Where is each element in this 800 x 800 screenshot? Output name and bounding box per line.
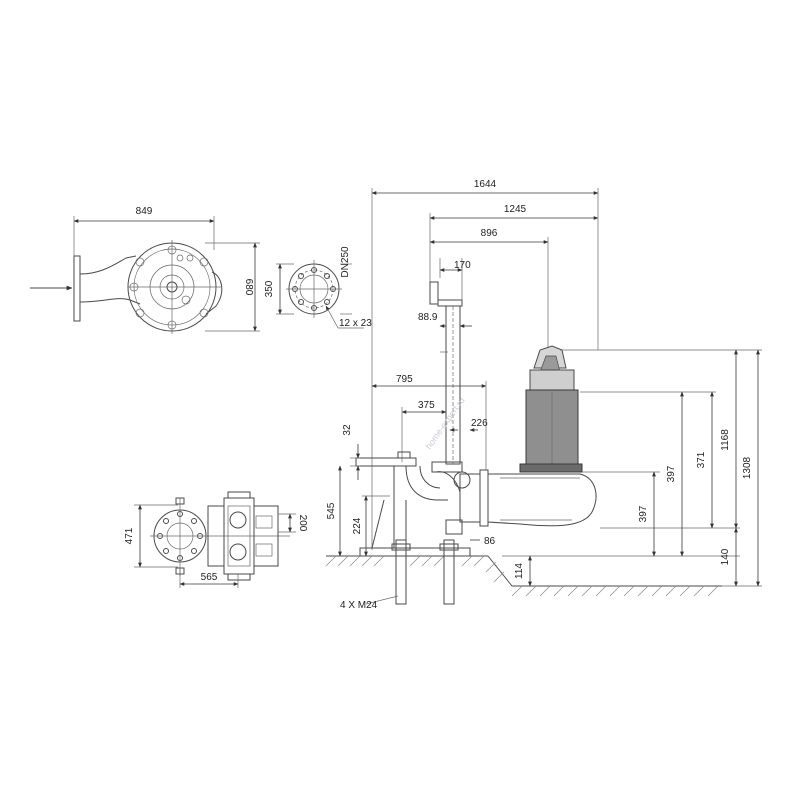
dim-371: 371 bbox=[696, 451, 707, 468]
dim-849: 849 bbox=[136, 206, 153, 217]
discharge-elbow bbox=[355, 451, 489, 549]
side-view: 1644 1245 896 170 88.9 795 375 bbox=[325, 179, 762, 611]
dim-holes: 12 x 23 bbox=[339, 318, 372, 329]
dim-896: 896 bbox=[481, 228, 498, 239]
dim-565: 565 bbox=[201, 572, 218, 583]
dim-88-9: 88.9 bbox=[418, 312, 438, 323]
inlet-pipe bbox=[79, 255, 141, 305]
dim-32: 32 bbox=[342, 424, 353, 436]
dim-545: 545 bbox=[326, 502, 337, 519]
dim-86: 86 bbox=[484, 536, 496, 547]
pump-motor bbox=[487, 345, 597, 527]
inlet-flange bbox=[73, 255, 81, 322]
anchor-bolt bbox=[395, 539, 407, 605]
dim-350: 350 bbox=[264, 280, 275, 297]
dim-1644: 1644 bbox=[474, 179, 497, 190]
flange-view: 350 DN250 12 x 23 bbox=[264, 246, 372, 329]
dim-795: 795 bbox=[396, 374, 413, 385]
dim-226: 226 bbox=[471, 418, 488, 429]
dim-114: 114 bbox=[514, 563, 525, 579]
dim-140: 140 bbox=[720, 548, 731, 565]
dim-224: 224 bbox=[352, 517, 363, 534]
dim-397-b: 397 bbox=[666, 465, 677, 482]
top-view: 849 68 bbox=[30, 206, 260, 334]
dim-471: 471 bbox=[124, 527, 135, 544]
dim-1308: 1308 bbox=[742, 456, 753, 479]
floor bbox=[325, 539, 722, 605]
dim-680: 680 bbox=[243, 279, 254, 296]
pump-top-body bbox=[127, 240, 223, 334]
dim-397-a: 397 bbox=[638, 505, 649, 522]
anchor-bolt bbox=[443, 539, 455, 605]
dim-dn250: DN250 bbox=[340, 246, 351, 278]
dim-1245: 1245 bbox=[504, 204, 527, 215]
dim-1168: 1168 bbox=[720, 429, 731, 451]
guide-bracket bbox=[429, 281, 439, 305]
dim-170: 170 bbox=[454, 260, 471, 271]
dim-200: 200 bbox=[297, 515, 308, 532]
dim-375: 375 bbox=[418, 400, 435, 411]
base-plan-view: 471 200 565 bbox=[124, 491, 308, 588]
dim-anchor: 4 X M24 bbox=[340, 600, 378, 611]
